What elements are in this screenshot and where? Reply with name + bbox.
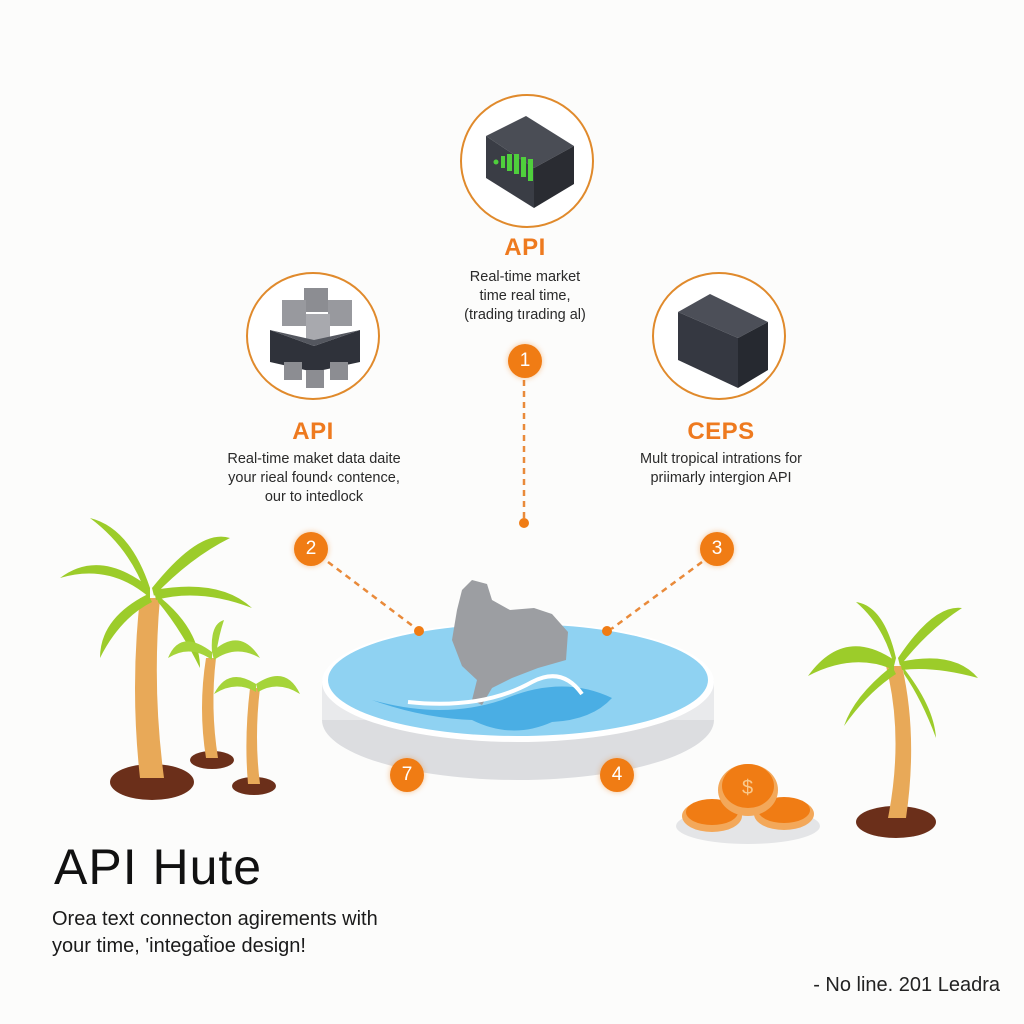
card-right-icon-ring [652,272,786,400]
card-right-desc: Mult tropical intrations for priimarly i… [640,451,802,486]
card-right-title: CEPS [687,418,755,445]
connector-dot-right [602,626,612,636]
palm-tree-right-illustration [808,602,978,838]
step-badge-7[interactable]: 7 [390,758,424,792]
step-badge-2[interactable]: 2 [294,532,328,566]
cube-cluster-icon [270,288,360,388]
card-top-desc: Real-time market time real time, (tradin… [464,269,586,323]
hero-title: API Hute [54,839,263,895]
card-left-title: API [292,418,334,445]
land-map-shape [452,580,568,705]
island-platform-illustration [322,580,714,780]
card-top-icon-ring [460,94,594,228]
step-badge-1[interactable]: 1 [508,344,542,378]
connector-dot-top [519,518,529,528]
connector-dot-left [414,626,424,636]
palm-trees-left-illustration [60,518,300,800]
step-badge-3[interactable]: 3 [700,532,734,566]
hero-subtitle: Orea text connecton agirements with your… [52,908,378,957]
dark-box-icon [678,294,768,388]
card-top-title: API [504,234,546,261]
step-badge-4[interactable]: 4 [600,758,634,792]
footer-credit: - No line. 201 Leadra [813,974,1000,996]
card-left-icon-ring [246,272,380,400]
server-box-icon [486,116,574,208]
svg-text:$: $ [742,777,753,799]
card-left-desc: Real-time maket data daite your rieal fo… [227,451,401,505]
coins-illustration: $ [676,764,820,844]
